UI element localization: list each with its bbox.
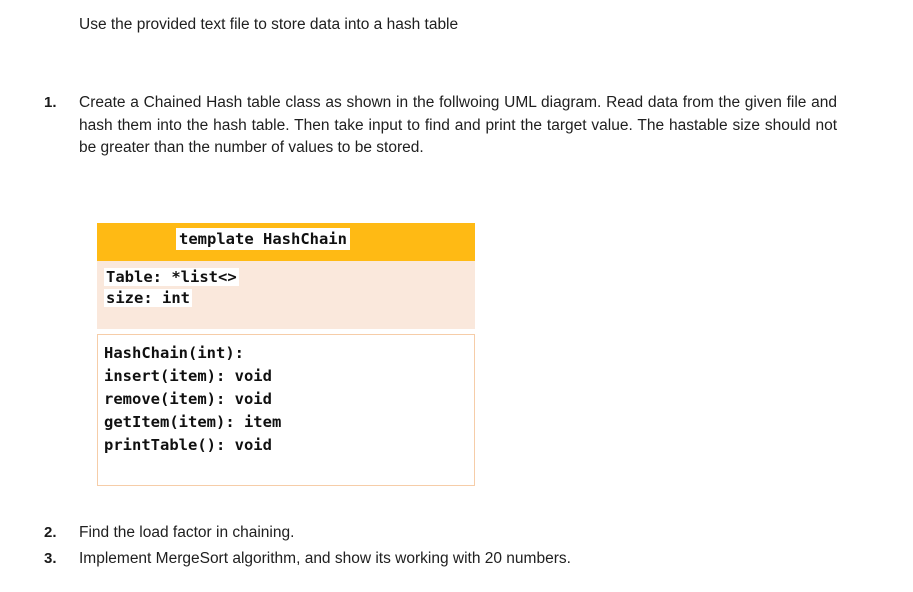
list-marker: 2. [44, 524, 57, 541]
list-item-text: Implement MergeSort algorithm, and show … [79, 550, 571, 567]
uml-class-diagram: template HashChain Table: *list<> size: … [97, 223, 475, 486]
uml-method-row: getItem(item): item [104, 413, 282, 431]
uml-method-row: HashChain(int): [104, 344, 244, 362]
list-item: 1. Create a Chained Hash table class as … [44, 92, 844, 160]
uml-methods-section: HashChain(int): insert(item): void remov… [97, 334, 475, 486]
uml-attribute-text: size: int [104, 289, 192, 307]
uml-method-row: printTable(): void [104, 436, 272, 454]
intro-heading: Use the provided text file to store data… [79, 16, 459, 33]
uml-method-row: insert(item): void [104, 367, 272, 385]
uml-method-row: remove(item): void [104, 390, 272, 408]
list-marker: 1. [44, 94, 57, 111]
list-marker: 3. [44, 550, 57, 567]
uml-attribute-row: Table: *list<> [104, 267, 475, 288]
uml-attributes-section: Table: *list<> size: int [97, 261, 475, 329]
uml-class-title: template HashChain [176, 228, 350, 250]
uml-header-band: template HashChain [97, 223, 475, 261]
uml-attribute-row: size: int [104, 288, 475, 309]
list-item-text: Find the load factor in chaining. [79, 524, 295, 541]
list-item-text: Create a Chained Hash table class as sho… [79, 94, 837, 156]
uml-attribute-text: Table: *list<> [104, 268, 239, 286]
list-item: 3. Implement MergeSort algorithm, and sh… [44, 548, 844, 571]
list-item: 2. Find the load factor in chaining. [44, 522, 844, 545]
